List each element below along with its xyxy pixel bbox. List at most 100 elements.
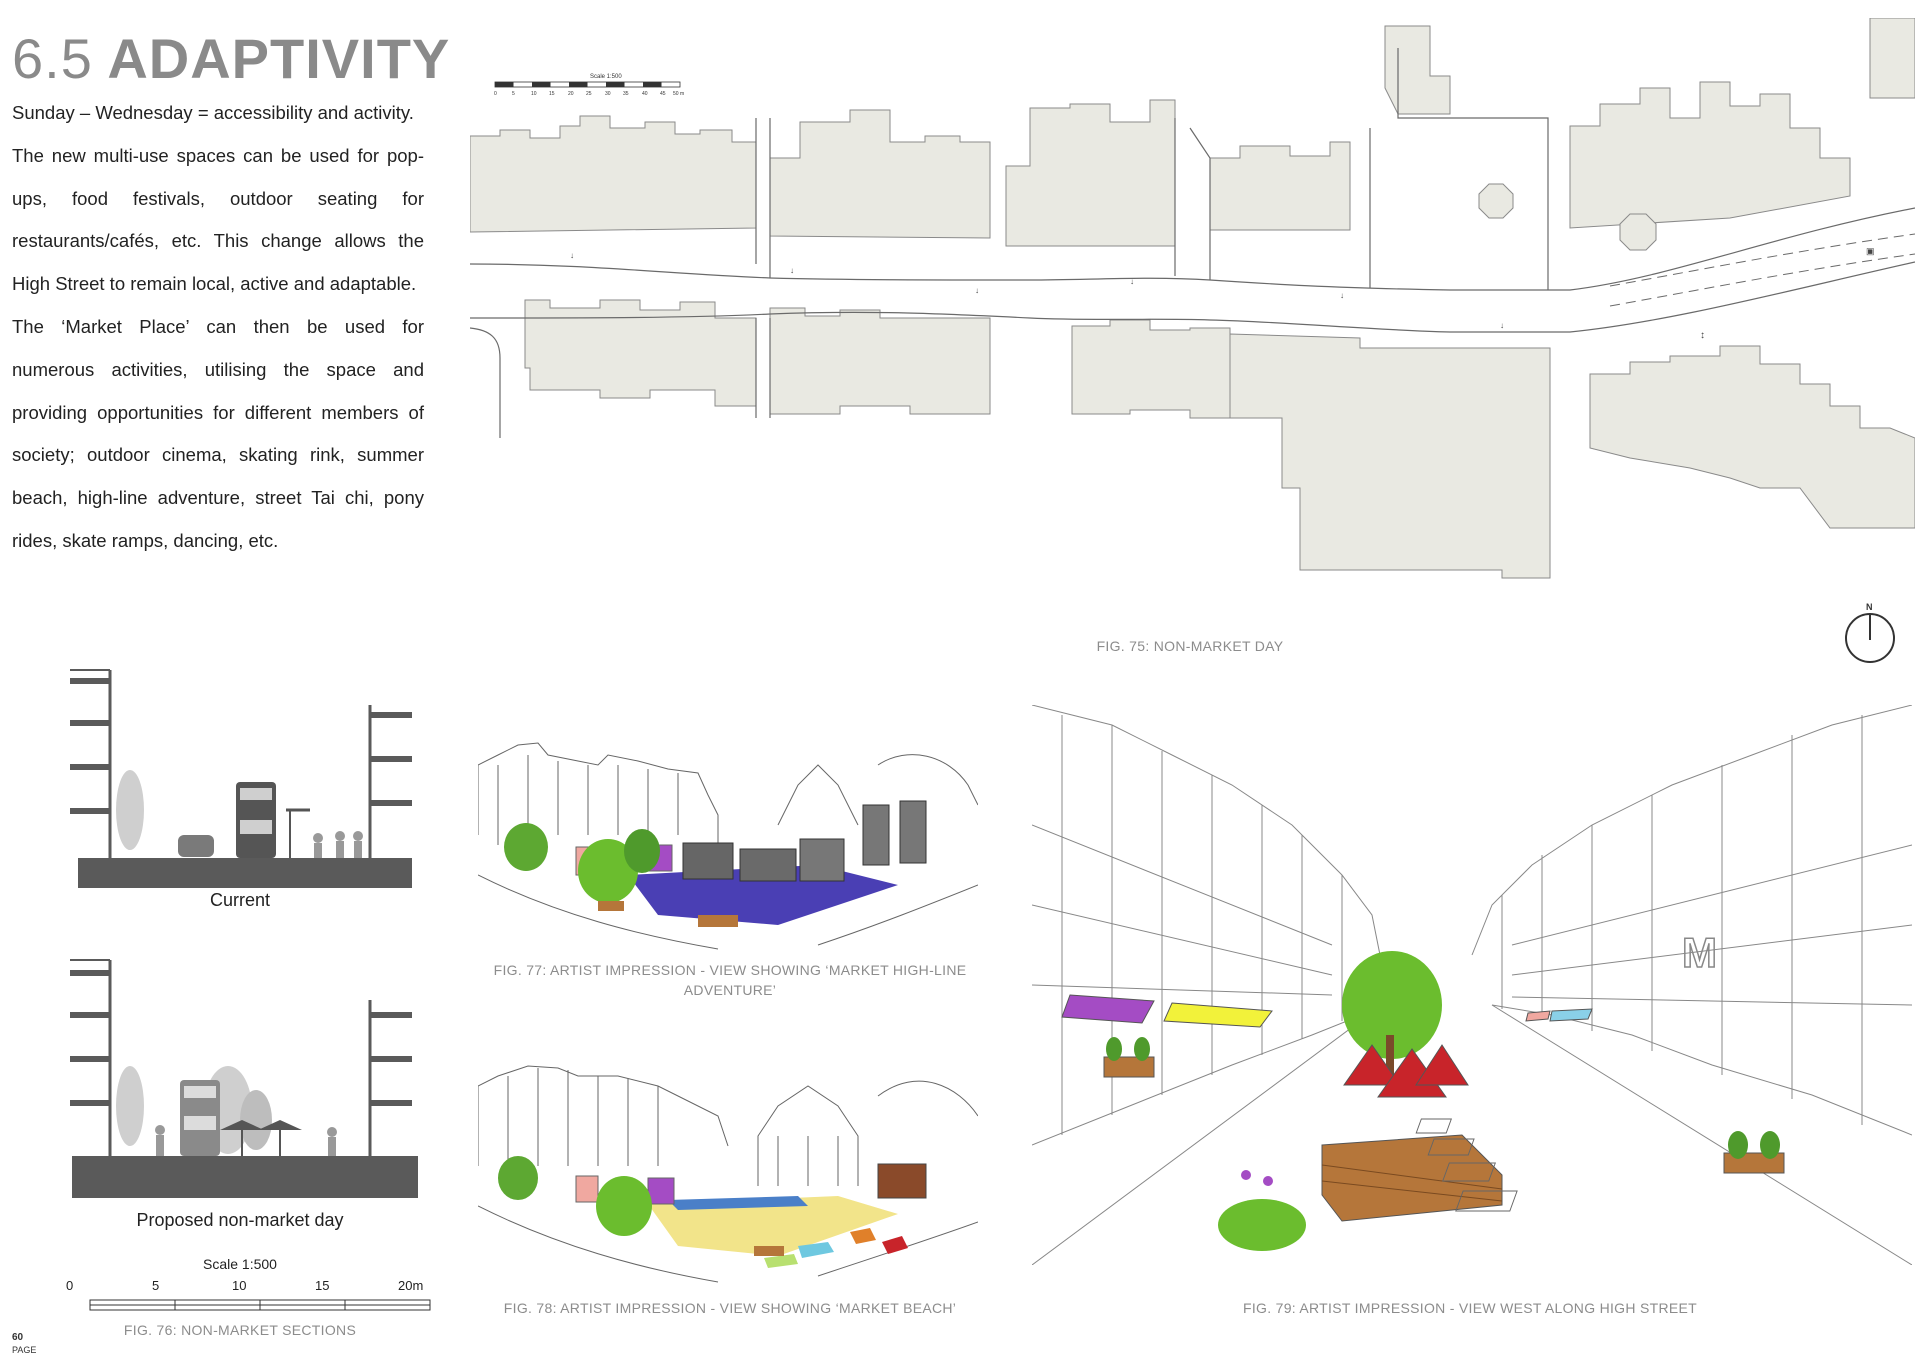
fig77-pavilion	[777, 764, 859, 826]
street-sections	[70, 669, 418, 1198]
building-block-south-centre	[769, 307, 991, 415]
fig79-parasol-1	[1343, 1044, 1401, 1086]
body-text: Sunday – Wednesday = accessibility and a…	[12, 92, 424, 563]
fig77-caption: FIG. 77: ARTIST IMPRESSION - VIEW SHOWIN…	[493, 962, 967, 998]
road-lane-line	[1609, 253, 1915, 307]
fig79-flower-2	[1263, 1176, 1273, 1186]
fig79-hopscotch	[1415, 1118, 1518, 1212]
fig77-building-lines	[497, 755, 679, 845]
fig78-buildings-left	[478, 1065, 729, 1166]
section-proposed	[70, 959, 418, 1198]
fig79-shop-sign: M	[1682, 929, 1717, 976]
fig77-structure-1	[682, 842, 734, 880]
fig77-structure-3	[799, 838, 845, 882]
fig79-street-right	[1491, 1004, 1912, 1136]
fig78-deckchair	[850, 1228, 876, 1244]
intro-line: Sunday – Wednesday = accessibility and a…	[12, 102, 414, 123]
fig78-planter	[754, 1246, 784, 1256]
sections-scale-title: Scale 1:500	[203, 1256, 277, 1272]
svg-text:↓: ↓	[1500, 321, 1504, 330]
svg-text:↓: ↓	[1130, 277, 1134, 286]
side-street-west	[755, 118, 771, 278]
fig79-facade-lines-left	[1061, 715, 1343, 1135]
fig78-purple-hut	[647, 1177, 675, 1205]
octagon-building-east	[1619, 213, 1657, 251]
fig79-floor-lines-left	[1032, 824, 1333, 996]
fig77-buildings-left	[478, 742, 719, 845]
fig79-floor-lines-right	[1511, 844, 1912, 1006]
fig79-shrub-right-2	[1760, 1131, 1780, 1159]
svg-text:0: 0	[66, 1278, 73, 1293]
building-block-large-south	[1229, 333, 1551, 579]
sections-scale-bar: 0 5 10 15 20m	[66, 1278, 431, 1311]
fig79-road-edges	[1032, 1004, 1912, 1265]
section-number: 6.5	[12, 27, 93, 90]
svg-text:15: 15	[549, 91, 555, 97]
svg-text:↕: ↕	[1700, 330, 1705, 341]
section-proposed-label: Proposed non-market day	[136, 1210, 344, 1230]
fig77-tree-back	[624, 829, 660, 873]
fig77-tower-1	[862, 804, 890, 866]
fig79-awning-yellow	[1163, 1002, 1273, 1028]
svg-text:20m: 20m	[398, 1278, 423, 1293]
octagon-building	[1478, 183, 1514, 219]
svg-text:30: 30	[605, 91, 611, 97]
svg-text:↓: ↓	[975, 286, 979, 295]
svg-text:20: 20	[568, 91, 574, 97]
svg-text:▣: ▣	[1866, 246, 1875, 256]
svg-text:5: 5	[152, 1278, 159, 1293]
fig79-flower-1	[1241, 1170, 1251, 1180]
building-top-tower	[1384, 25, 1451, 115]
map-scale-bar	[494, 81, 681, 88]
fig79-street-left	[1032, 1004, 1383, 1146]
paragraph-market-place: The ‘Market Place’ can then be used for …	[12, 315, 424, 551]
side-street-south	[755, 318, 771, 418]
building-block-north-middle	[1005, 99, 1176, 247]
svg-text:50 m: 50 m	[673, 91, 684, 97]
svg-text:0: 0	[494, 91, 497, 97]
fig79-timber-planter	[1321, 1134, 1503, 1222]
page-number: 60	[12, 1332, 24, 1343]
fig79-roofline-right	[1471, 705, 1912, 956]
fig78-building-lines	[507, 1068, 659, 1166]
fig78-tree-left	[498, 1156, 538, 1200]
fig77-tree-outline	[877, 754, 978, 806]
page-title: 6.5 ADAPTIVITY	[12, 26, 450, 91]
site-plan-map: ↓ ↓ ↓ ↓ ↓ ↓ ↕ ▣ Scale 1:500 0 5 10 15 20…	[470, 18, 1915, 579]
fig79-shrub-left-1	[1106, 1037, 1122, 1061]
fig78-bandstand-posts	[777, 1136, 839, 1186]
fig78-artist-impression	[478, 1065, 978, 1283]
fig79-planter-planks	[1321, 1164, 1503, 1202]
fig78-tree-outline	[877, 1080, 978, 1117]
fig79-shrub-left-2	[1134, 1037, 1150, 1061]
fig77-artist-impression	[478, 742, 978, 950]
svg-text:10: 10	[531, 91, 537, 97]
fig78-tree-centre	[596, 1176, 652, 1236]
fig78-water	[668, 1196, 808, 1210]
building-block-south-east	[1589, 345, 1915, 529]
svg-text:↓: ↓	[1340, 291, 1344, 300]
fig76-caption: FIG. 76: NON-MARKET SECTIONS	[123, 1322, 357, 1338]
fig77-tower-2	[899, 800, 927, 864]
svg-text:40: 40	[642, 91, 648, 97]
fig78-bandstand	[757, 1085, 859, 1186]
fig79-tree	[1342, 951, 1442, 1059]
traffic-arrows: ↓ ↓ ↓ ↓ ↓ ↓ ↕ ▣	[570, 246, 1875, 341]
svg-text:5: 5	[512, 91, 515, 97]
paragraph-multi-use: The new multi-use spaces can be used for…	[12, 144, 424, 295]
svg-text:N: N	[1866, 602, 1873, 612]
fig78-hut	[877, 1163, 927, 1199]
svg-text:10: 10	[232, 1278, 246, 1293]
svg-text:↓: ↓	[570, 251, 574, 260]
fig79-planter-left	[1103, 1056, 1155, 1078]
section-current-label: Current	[209, 890, 271, 910]
building-block-north-far-east	[1569, 81, 1851, 229]
fig79-awning-blue	[1549, 1008, 1593, 1022]
fig79-caption: FIG. 79: ARTIST IMPRESSION - VIEW WEST A…	[1243, 1300, 1697, 1316]
fig77-tree-centre	[578, 839, 638, 903]
fig79-shrub-right-1	[1728, 1131, 1748, 1159]
fig77-road-edge	[478, 874, 978, 950]
road-edge-north	[470, 207, 1915, 291]
map-scale-ticks: 0 5 10 15 20 25 30 35 40 45 50 m	[494, 91, 684, 97]
fig79-tree-trunk	[1386, 1035, 1394, 1075]
